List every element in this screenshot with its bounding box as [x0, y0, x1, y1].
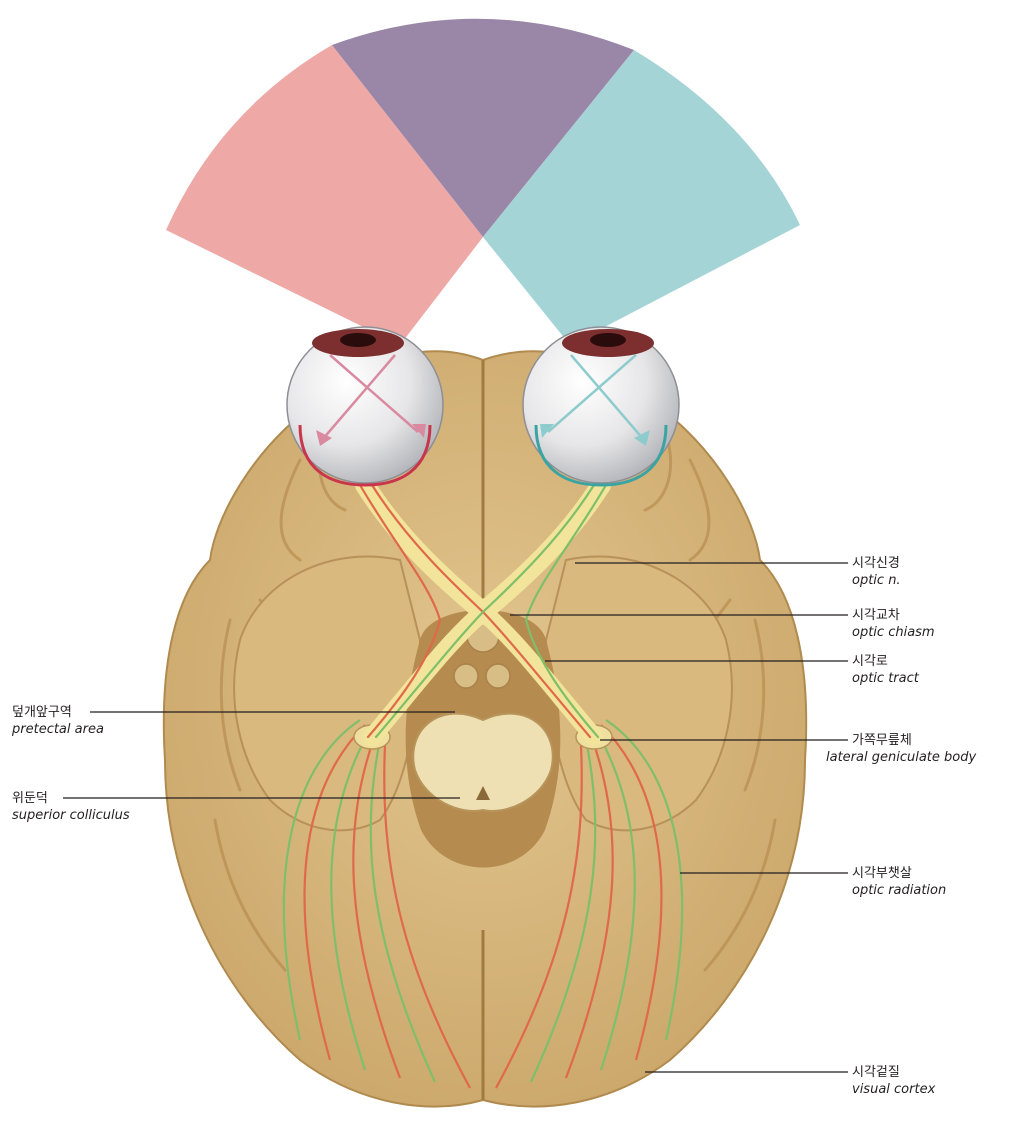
optic-radiation-right: [495, 719, 684, 1089]
eye-right: [522, 326, 680, 487]
label-optic-chiasm: 시각교차 optic chiasm: [852, 607, 935, 641]
temporal-lobe-right: [544, 555, 733, 832]
label-visual-cortex-ko: 시각겉질: [852, 1065, 900, 1080]
label-optic-radiation-en: optic radiation: [852, 883, 947, 898]
ray-right-1: [547, 354, 637, 433]
visual-field-right: [483, 50, 800, 345]
label-pretectal-area-en: pretectal area: [12, 722, 104, 737]
label-optic-radiation-ko: 시각부챗살: [852, 866, 912, 881]
label-optic-tract: 시각로 optic tract: [852, 653, 919, 687]
cerebral-aqueduct: [476, 786, 490, 800]
label-optic-tract-en: optic tract: [852, 671, 919, 686]
leader-lines: [63, 562, 848, 1073]
label-superior-colliculus-en: superior colliculus: [12, 808, 130, 823]
eye-left: [286, 326, 444, 487]
visual-field-left: [166, 45, 483, 345]
label-optic-nerve: 시각신경 optic n.: [852, 555, 901, 589]
brain: [162, 350, 808, 1108]
label-superior-colliculus: 위둔덕 superior colliculus: [12, 790, 130, 824]
ray-right-2: [570, 354, 645, 441]
label-superior-colliculus-ko: 위둔덕: [12, 791, 48, 806]
label-lateral-geniculate-en: lateral geniculate body: [826, 750, 977, 765]
label-optic-chiasm-en: optic chiasm: [852, 625, 935, 640]
optic-radiation-left: [282, 719, 471, 1089]
label-optic-radiation: 시각부챗살 optic radiation: [852, 865, 946, 899]
label-optic-nerve-en: optic n.: [852, 573, 901, 588]
visual-field-center: [332, 18, 634, 238]
label-lateral-geniculate-ko: 가쪽무릎체: [852, 733, 912, 748]
midbrain-section: [412, 712, 554, 812]
optic-pathway: [355, 475, 611, 746]
ray-left-1: [321, 354, 396, 441]
label-pretectal-area: 덮개앞구역 pretectal area: [12, 704, 104, 738]
label-visual-cortex-en: visual cortex: [852, 1082, 936, 1097]
label-pretectal-area-ko: 덮개앞구역: [12, 705, 72, 720]
label-optic-nerve-ko: 시각신경: [852, 556, 900, 571]
label-optic-tract-ko: 시각로: [852, 654, 888, 669]
label-optic-chiasm-ko: 시각교차: [852, 608, 900, 623]
visual-field: [166, 18, 800, 345]
temporal-lobe-left: [233, 555, 422, 832]
ray-left-2: [329, 354, 419, 433]
label-visual-cortex: 시각겉질 visual cortex: [852, 1064, 935, 1098]
label-lateral-geniculate: 가쪽무릎체 lateral geniculate body: [826, 732, 976, 766]
